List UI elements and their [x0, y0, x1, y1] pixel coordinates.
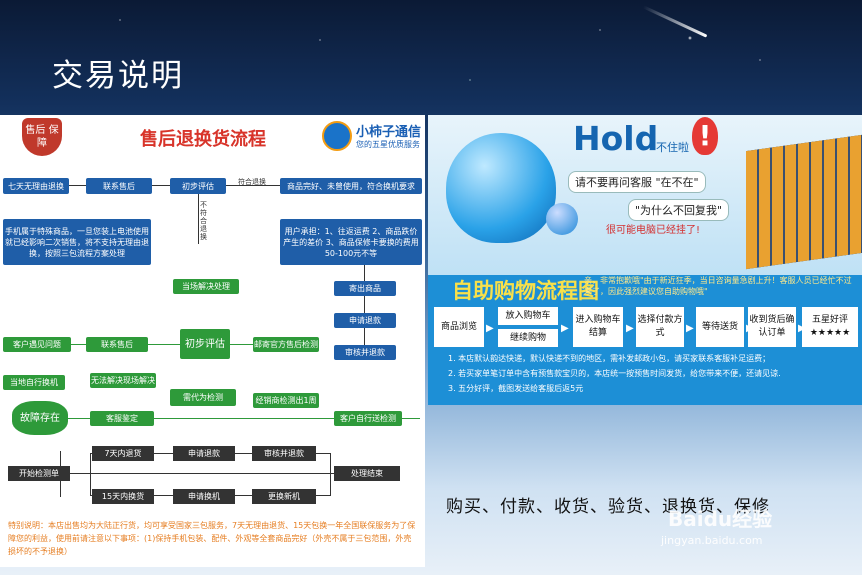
- flow-step: 选择付款方式: [636, 307, 684, 347]
- flow-node: 无法解决现场解决: [90, 373, 156, 388]
- arrow-right-icon: ▶: [686, 323, 694, 334]
- shopping-rules: 1. 本店默认韵达快递，默认快递不到的地区，需补发邮政小包，请买家联系客服补足运…: [448, 351, 781, 396]
- connector: [330, 453, 331, 496]
- warning-text: 很可能电脑已经挂了!: [606, 225, 701, 236]
- flow-node: 需代为检测: [170, 389, 236, 406]
- flow-node: 当场解决处理: [173, 279, 239, 294]
- flow-node: 商品完好、未曾使用，符合换机要求: [280, 178, 422, 194]
- brand-icon: [322, 121, 352, 151]
- connector: [60, 418, 420, 419]
- connector: [60, 344, 290, 345]
- flow-node: 客户遇见问题: [3, 337, 71, 352]
- self-service-panel: Hold 不住啦 ! 请不要再问客服 "在不在" "为什么不回复我" 很可能电脑…: [428, 115, 862, 405]
- slide-caption: 购买、付款、收货、验货、退换货、保修: [446, 497, 770, 517]
- flow-step: 进入购物车结算: [573, 307, 623, 347]
- flow-step: 继续购物: [498, 329, 558, 347]
- speech-bubble: 请不要再问客服 "在不在": [568, 171, 706, 193]
- flow-node: 手机属于特殊商品，一旦您装上电池使用就已经影响二次销售，将不支持无理由退换，按照…: [3, 219, 151, 265]
- flow-node: 申请退款: [173, 446, 235, 461]
- rule-line: 3. 五分好评，截图发送给客服后返5元: [448, 384, 584, 393]
- notice-banner: Hold 不住啦 ! 请不要再问客服 "在不在" "为什么不回复我" 很可能电脑…: [428, 115, 862, 275]
- after-sales-flowchart: 售后 保障 售后退换货流程 小柿子通信 您的五星优质服务 七天无理由退换 联系售…: [0, 115, 425, 567]
- arrow-right-icon: ▶: [486, 323, 494, 334]
- brand-slogan: 您的五星优质服务: [356, 140, 420, 149]
- shopping-flow-title: 自助购物流程图: [452, 279, 599, 303]
- flow-node: 经销商检测出1周: [253, 393, 319, 408]
- connector: [198, 194, 199, 244]
- flow-node: 处理结束: [334, 466, 400, 481]
- flow-node: 客户自行送检测: [334, 411, 402, 426]
- flow-node: 寄出商品: [334, 281, 396, 296]
- flow-node: 15天内换货: [92, 489, 154, 504]
- connector: [60, 185, 420, 186]
- hold-heading: Hold: [573, 119, 659, 158]
- exclamation-icon: !: [692, 117, 718, 155]
- starfield-background: [0, 0, 862, 115]
- connector: [60, 473, 340, 474]
- flow-node: 7天内退货: [92, 446, 154, 461]
- rule-line: 1. 本店默认韵达快递，默认快递不到的地区，需补发邮政小包，请买家联系客服补足运…: [448, 354, 771, 363]
- flow-node: 更换新机: [252, 489, 316, 504]
- flowchart-title: 售后退换货流程: [140, 129, 266, 150]
- flow-node: 开始检测单: [8, 466, 70, 481]
- flow-node: 联系售后: [86, 178, 152, 194]
- flow-label: 不符合退换: [200, 201, 207, 241]
- flow-node: 客服鉴定: [90, 411, 154, 426]
- flow-node: 申请退款: [334, 313, 396, 328]
- flow-step: 等待送货: [696, 307, 744, 347]
- flow-node: 联系售后: [86, 337, 148, 352]
- flow-node: 初步评估: [180, 329, 230, 359]
- flow-node: 审核并退款: [334, 345, 396, 360]
- brand-name: 小柿子通信: [356, 125, 422, 140]
- flow-node: 审核并退款: [252, 446, 316, 461]
- flow-node: 当地自行换机: [3, 375, 65, 390]
- hold-subheading: 不住啦: [656, 141, 689, 154]
- after-sales-badge: 售后 保障: [22, 118, 62, 156]
- calendar-grid-icon: [746, 134, 862, 270]
- water-drop-mascot-icon: [446, 133, 556, 243]
- brand-logo: 小柿子通信 您的五星优质服务: [322, 119, 422, 155]
- connector: [364, 265, 365, 355]
- shopping-flow-note: 亲，非常抱歉哦"由于新近狂季，当日咨询量急剧上升！客服人员已经忙不过来了，因此强…: [584, 276, 852, 296]
- flow-node: 七天无理由退换: [3, 178, 69, 194]
- flow-node: 初步评估: [170, 178, 226, 194]
- flow-step: 放入购物车: [498, 307, 558, 325]
- watermark-url: jingyan.baidu.com: [661, 534, 763, 547]
- flow-node: 用户承担：1、往返运费 2、商品跌价产生的差价 3、商品保修卡要换的费用50-1…: [280, 219, 422, 265]
- speech-bubble: "为什么不回复我": [628, 199, 730, 221]
- arrow-right-icon: ▶: [798, 323, 806, 334]
- flow-step: 商品浏览: [434, 307, 484, 347]
- arrow-right-icon: ▶: [561, 323, 569, 334]
- flow-step: 收到货后确认订单: [748, 307, 796, 347]
- flow-node: 申请换机: [173, 489, 235, 504]
- baidu-watermark: Baidu经验: [668, 507, 773, 531]
- flow-label: 符合退换: [238, 178, 266, 186]
- rule-line: 2. 若买家单笔订单中含有预售款宝贝的，本店统一按预售时间发货，给您带来不便，还…: [448, 369, 781, 378]
- small-drop-mascot-icon: [546, 203, 578, 235]
- flow-node: 故障存在: [12, 401, 68, 435]
- special-note: 特别说明：本店出售均为大陆正行货，均可享受国家三包服务，7天无理由退货、15天包…: [8, 521, 416, 556]
- flow-step: 五星好评 ★★★★★: [802, 307, 858, 347]
- slide-title: 交易说明: [52, 58, 184, 94]
- connector: [90, 453, 91, 496]
- arrow-right-icon: ▶: [626, 323, 634, 334]
- flow-node: 邮寄官方售后检测: [253, 337, 319, 352]
